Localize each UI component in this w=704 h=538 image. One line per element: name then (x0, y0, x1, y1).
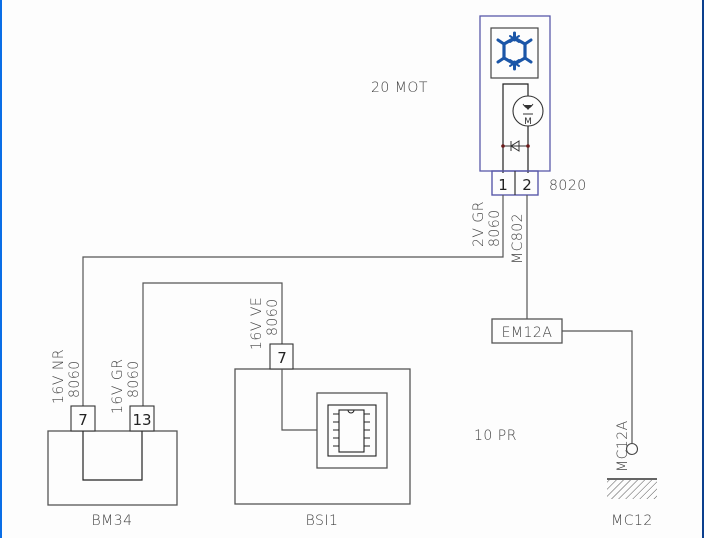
bsi-outline (234, 368, 411, 505)
fan-connector-label: 8020 (549, 178, 587, 194)
bm34-pin-13: 13 (132, 411, 151, 429)
fan-pin-1: 1 (498, 176, 508, 194)
ground-node-icon (625, 442, 639, 456)
em12a-component[interactable]: EM12A (491, 318, 563, 344)
bm34-pin-7-box (70, 405, 96, 432)
fan-motor-component[interactable]: M 1 2 (479, 15, 551, 196)
bsi-internal-wire (281, 369, 317, 431)
window-frame-left (0, 0, 2, 538)
ground-label: MC12 (611, 513, 653, 529)
bsi-label: BSI1 (306, 513, 339, 529)
bm34-pin-13-box (129, 405, 155, 432)
wire-number-mc802: MC802 (510, 213, 526, 264)
wire-8060-nr[interactable] (82, 195, 504, 406)
wire-label-16v-gr: 16V GR (110, 359, 126, 414)
em12a-box (491, 318, 563, 344)
fan-internal-wiring (502, 83, 529, 173)
svg-text:M: M (524, 117, 532, 127)
fan-component-label: 20 MOT (371, 80, 428, 96)
motor-icon: M (512, 95, 544, 127)
fan-icon-frame (490, 27, 539, 79)
ground-hatch-icon (607, 480, 657, 499)
wire-number-8060-nr: 8060 (67, 360, 83, 398)
wire-number-8060-fan: 8060 (487, 209, 503, 247)
wire-number-8060-gr: 8060 (126, 360, 142, 398)
area-label-10-pr: 10 PR (474, 428, 517, 444)
wire-mc12a[interactable] (562, 330, 633, 443)
ground-mc12[interactable] (607, 442, 657, 500)
wire-label-16v-ve: 16V VE (249, 297, 265, 350)
bsi-component[interactable]: 7 (234, 343, 411, 505)
bm34-internal-link (82, 431, 143, 481)
wire-8060-gr-ve[interactable] (142, 282, 283, 406)
wire-label-16v-nr: 16V NR (51, 349, 67, 404)
wire-number-mc12a: MC12A (615, 420, 631, 472)
diode-icon (501, 140, 530, 152)
window-frame-right (702, 0, 704, 538)
wire-label-2v-gr: 2V GR (471, 201, 487, 247)
chip-icon (327, 404, 377, 457)
fan-pin-2: 2 (522, 176, 532, 194)
bm34-outline (47, 430, 178, 506)
bm34-label: BM34 (91, 513, 132, 529)
bm34-pin-7: 7 (78, 411, 88, 429)
snowflake-icon (496, 31, 533, 71)
wire-number-8060-ve: 8060 (265, 298, 281, 336)
bm34-component[interactable]: 7 13 (47, 405, 178, 506)
em12a-label: EM12A (502, 325, 553, 341)
bsi-ecu-frame (316, 392, 388, 469)
bsi-pin-7: 7 (277, 349, 287, 367)
